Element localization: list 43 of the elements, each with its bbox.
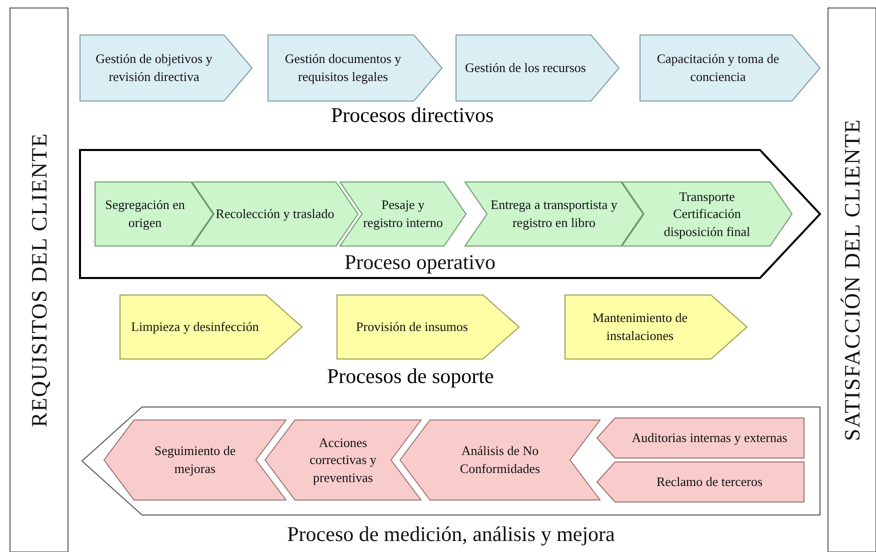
process-label: Recolección y traslado xyxy=(216,205,334,223)
process-label: Gestión de los recursos xyxy=(465,59,586,77)
side-band xyxy=(828,8,876,552)
process-label: Entrega a transportista y registro en libro xyxy=(490,196,618,232)
process-step xyxy=(622,182,792,246)
process-label: Segregación en origen xyxy=(104,196,186,232)
process-label: Análisis de No Conformidades xyxy=(458,442,542,478)
process-step xyxy=(400,420,600,500)
group-heading: Proceso operativo xyxy=(344,248,496,276)
process-step xyxy=(640,35,820,101)
process-step xyxy=(565,295,747,359)
process-label: Gestión de objetivos y revisión directiva xyxy=(94,50,214,86)
process-step xyxy=(104,420,286,500)
process-step xyxy=(597,462,804,502)
process-step xyxy=(80,35,252,101)
process-label: Mantenimiento de instalaciones xyxy=(592,309,688,345)
process-step xyxy=(268,35,442,101)
band-label: REQUISITOS DEL CLIENTE xyxy=(25,132,52,428)
process-label: Provisión de insumos xyxy=(356,318,468,336)
group-heading: Proceso de medición, análisis y mejora xyxy=(287,520,615,548)
process-label: Gestión documentos y requisitos legales xyxy=(284,50,402,86)
process-step xyxy=(340,182,466,246)
process-label: Seguimiento de mejoras xyxy=(153,442,237,478)
process-label: Auditorias internas y externas xyxy=(632,429,788,447)
process-label: Capacitación y toma de conciencia xyxy=(656,50,780,86)
process-step xyxy=(456,35,619,101)
process-label: Acciones correctivas y preventivas xyxy=(308,434,378,486)
process-step xyxy=(465,182,643,246)
process-step xyxy=(337,295,519,359)
process-step xyxy=(192,182,358,246)
process-label: Transporte Certificación disposición final xyxy=(662,188,752,240)
band-label: SATISFACCIÓN DEL CLIENTE xyxy=(838,118,866,442)
process-step xyxy=(95,182,213,246)
process-label: Reclamo de terceros xyxy=(656,473,763,491)
row-heading: Procesos de soporte xyxy=(327,364,494,389)
process-step xyxy=(120,295,302,359)
process-step xyxy=(265,420,421,500)
process-label: Pesaje y registro interno xyxy=(362,196,444,232)
side-band xyxy=(10,8,68,552)
process-label: Limpieza y desinfección xyxy=(131,318,259,336)
row-heading: Procesos directivos xyxy=(331,103,494,128)
process-group-frame xyxy=(80,150,820,278)
process-step xyxy=(597,418,804,458)
